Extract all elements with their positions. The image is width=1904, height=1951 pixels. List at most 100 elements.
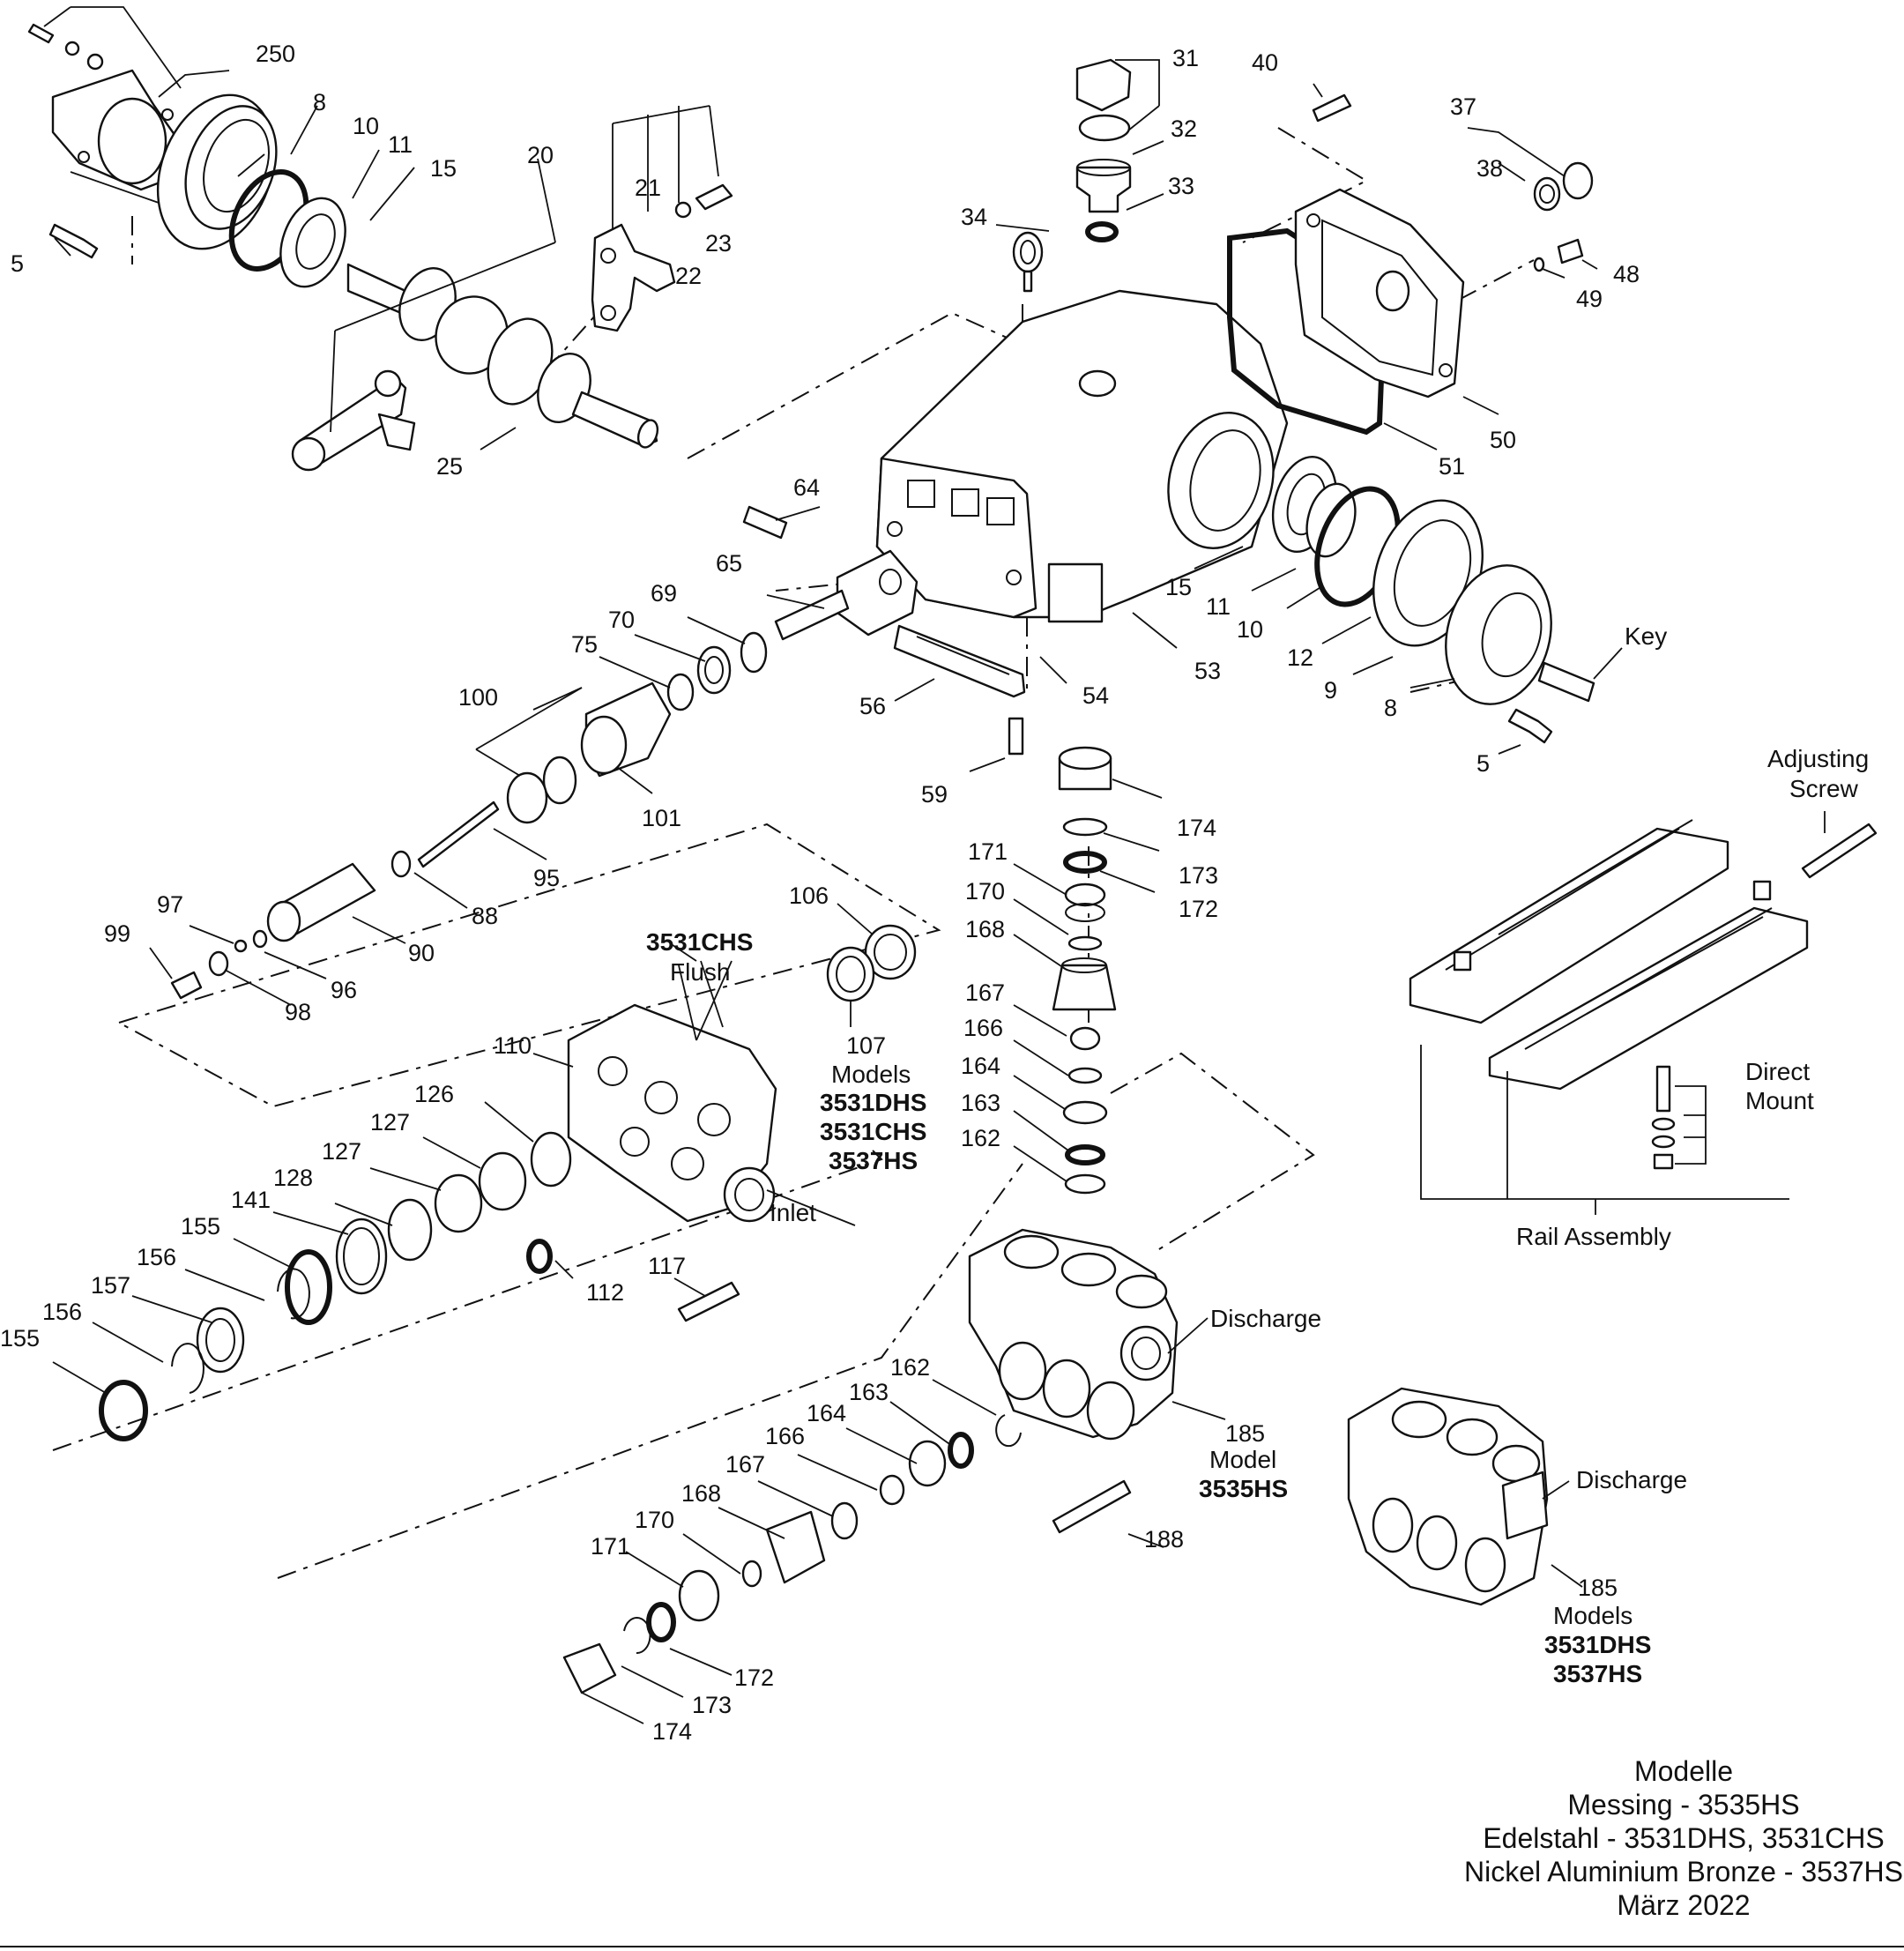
callout-31: 31 <box>1172 45 1199 71</box>
part-37-38-plug-seal <box>1533 161 1594 212</box>
part-163-oring-a <box>1065 1144 1105 1165</box>
callout-8: 8 <box>313 89 326 115</box>
callout-32: 32 <box>1171 115 1197 142</box>
callout-33: 33 <box>1168 173 1194 199</box>
adjusting-screw <box>1801 823 1878 879</box>
part-100-seal-retainer <box>506 771 548 824</box>
drive-shaft-group <box>27 23 733 472</box>
callout-101: 101 <box>642 805 681 831</box>
part-75-slinger <box>666 673 695 711</box>
callout-22: 22 <box>675 263 702 289</box>
part-32-gasket <box>1078 114 1131 142</box>
callout-106: 106 <box>789 882 829 909</box>
callout-12: 12 <box>1287 644 1313 671</box>
footer-line-2: Edelstahl - 3531DHS, 3531CHS <box>1483 1822 1884 1854</box>
callout-126: 126 <box>414 1081 454 1107</box>
callout-54: 54 <box>1082 682 1109 709</box>
rear-cover-group <box>1227 161 1594 436</box>
callout-95: 95 <box>533 865 560 891</box>
part-173-ring-a <box>1062 817 1108 837</box>
callout-128: 128 <box>273 1165 313 1191</box>
part-key <box>1537 661 1595 703</box>
part-162-ring-b <box>995 1414 1022 1448</box>
footer-line-1: Messing - 3535HS <box>1567 1789 1799 1821</box>
callout-188: 188 <box>1144 1526 1184 1553</box>
callout-110: 110 <box>494 1032 532 1059</box>
callout-164-a: 164 <box>961 1053 1000 1079</box>
part-164-seat-a <box>1062 1100 1108 1125</box>
part-164-seat-b <box>908 1440 947 1487</box>
part-5-bolt-left <box>48 223 99 259</box>
label-rail-assembly: Rail Assembly <box>1516 1223 1671 1250</box>
part-106-seal <box>864 924 917 980</box>
label-model-3535hs: 3535HS <box>1199 1475 1288 1502</box>
part-95-rod <box>417 801 500 868</box>
part-171-spring-a <box>1064 882 1106 907</box>
label-model-3537hs: 3537HS <box>829 1147 918 1174</box>
part-crankcase-main <box>875 289 1289 623</box>
callout-172-b: 172 <box>734 1664 774 1691</box>
callout-172-a: 172 <box>1179 896 1218 922</box>
part-56-54-oil-pan <box>893 624 1026 698</box>
callout-96: 96 <box>331 977 357 1003</box>
label-model-single: Model <box>1209 1446 1276 1473</box>
part-112-oring <box>526 1239 553 1274</box>
leader-lines <box>43 6 1826 1724</box>
part-49-washer <box>1533 257 1545 272</box>
part-40-bolt <box>1312 93 1352 123</box>
part-250-adapter-housing <box>51 69 187 191</box>
callout-51: 51 <box>1439 453 1465 480</box>
manifold-seal-group <box>99 924 917 1441</box>
part-96-ring <box>252 929 268 949</box>
part-127-seal-b <box>434 1173 483 1233</box>
label-models: Models <box>831 1061 911 1088</box>
part-156-ring-a <box>277 1268 310 1320</box>
part-25-connecting-rod <box>291 369 416 472</box>
callout-250: 250 <box>256 41 295 67</box>
footer-line-3: Nickel Aluminium Bronze - 3537HS <box>1464 1856 1903 1888</box>
part-110-manifold-head <box>567 1003 777 1223</box>
part-107-seal <box>826 946 875 1002</box>
callout-23: 23 <box>705 230 732 257</box>
callout-107: 107 <box>846 1032 886 1059</box>
label-model-3537hs-2: 3537HS <box>1553 1660 1642 1687</box>
part-90-plunger <box>266 862 376 942</box>
label-model-3531chs: 3531CHS <box>820 1118 926 1145</box>
part-34-eye-bolt <box>1012 231 1044 293</box>
part-157-backup <box>196 1307 245 1374</box>
callout-100: 100 <box>458 684 498 711</box>
callout-8-right: 8 <box>1384 695 1397 721</box>
part-8-bearing-cover <box>156 93 278 250</box>
label-discharge-3535hs: Discharge <box>1210 1305 1321 1332</box>
label-discharge-3531dhs: Discharge <box>1576 1466 1687 1493</box>
callout-166-b: 166 <box>765 1423 805 1449</box>
part-117-bolt <box>677 1281 740 1322</box>
part-128-spacer <box>387 1198 433 1262</box>
label-model-3531dhs-2: 3531DHS <box>1544 1631 1651 1658</box>
callout-155-a: 155 <box>181 1213 220 1240</box>
callout-162-b: 162 <box>890 1354 930 1381</box>
part-20-crankshaft <box>346 263 659 449</box>
part-168-retainer-b <box>765 1510 826 1584</box>
part-155-oring-b <box>99 1380 148 1441</box>
callout-171-b: 171 <box>591 1533 630 1560</box>
footer-title: Modelle <box>1634 1755 1733 1787</box>
part-172-oring-b <box>646 1602 676 1642</box>
callout-numbers: 250 8 10 11 15 20 21 23 22 5 25 31 32 33… <box>0 41 1640 1745</box>
callout-99: 99 <box>104 920 130 947</box>
part-185-discharge-manifold-3535hs <box>968 1228 1179 1441</box>
direct-mount-hardware <box>1651 1065 1676 1170</box>
callout-163-a: 163 <box>961 1090 1000 1116</box>
callout-157: 157 <box>91 1272 130 1299</box>
callout-56: 56 <box>859 693 886 719</box>
part-33-plug <box>1075 159 1132 213</box>
label-adjusting: Adjusting <box>1767 745 1869 772</box>
label-flush-model: 3531CHS <box>646 928 753 956</box>
callout-168-b: 168 <box>681 1480 721 1507</box>
callout-127-b: 127 <box>322 1138 361 1165</box>
part-70-washer <box>696 645 732 695</box>
callout-117: 117 <box>648 1253 686 1279</box>
part-8-bearing-cover-right <box>1445 564 1552 705</box>
callout-167-b: 167 <box>725 1451 765 1478</box>
